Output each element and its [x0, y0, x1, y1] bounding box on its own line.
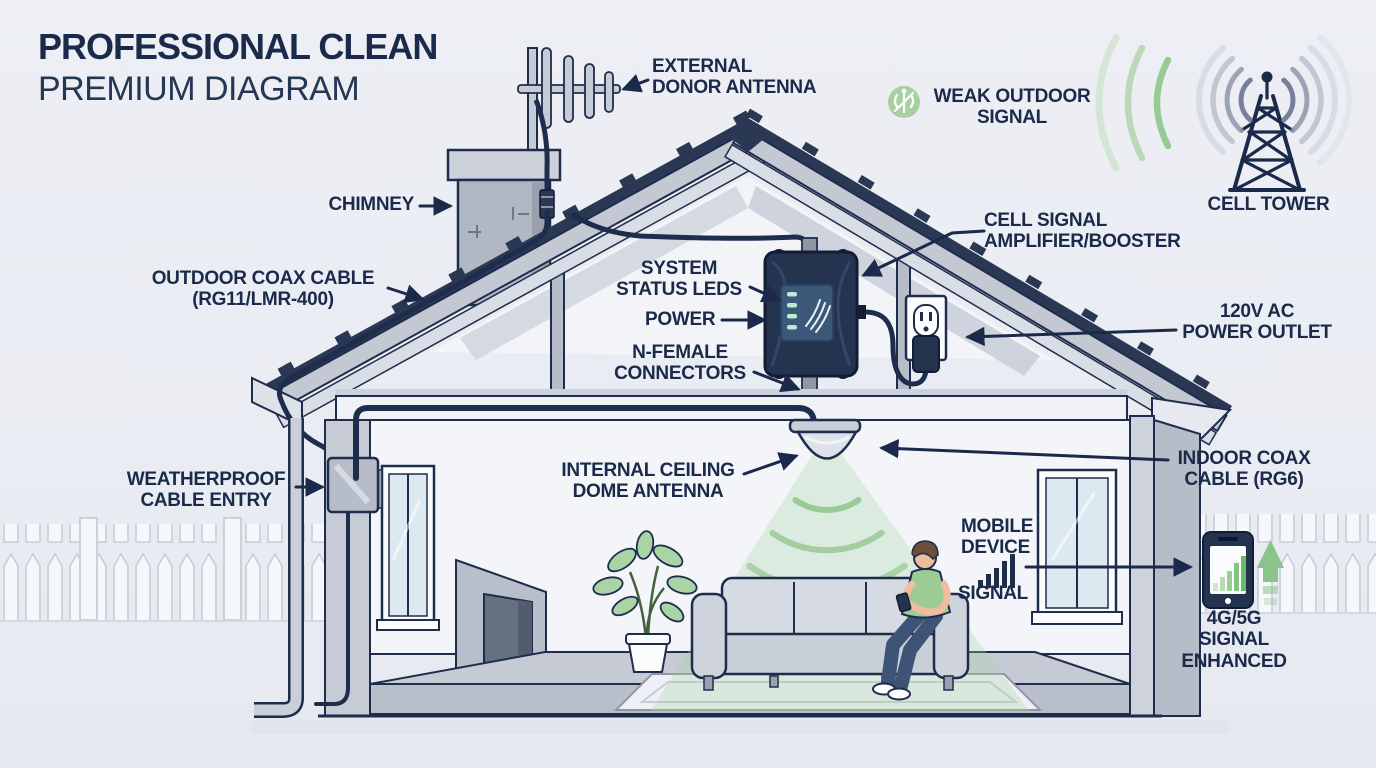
label-internal-dome-antenna: INTERNAL CEILING DOME ANTENNA: [561, 460, 735, 503]
arrow-indoor-coax: [879, 438, 1170, 462]
ridge-cap: [726, 118, 770, 152]
power-adapter-plug: [912, 335, 940, 373]
label-mobile-device: MOBILE DEVICE: [961, 516, 1034, 559]
power-outlet: [862, 294, 948, 387]
potted-plant: [592, 530, 698, 673]
ceiling-dome-antenna: [788, 418, 862, 460]
label-mobile-signal: SIGNAL: [958, 583, 1028, 604]
label-amplifier: CELL SIGNAL AMPLIFIER/BOOSTER: [984, 210, 1181, 253]
external-donor-antenna-icon: [517, 47, 621, 219]
label-cell-tower: CELL TOWER: [1207, 194, 1330, 215]
power-cord: [862, 309, 929, 387]
tower-signal-arcs: [1196, 34, 1352, 166]
arrow-outlet: [965, 326, 1178, 347]
label-n-female-connectors: N-FEMALE CONNECTORS: [614, 342, 746, 385]
label-4g5g-enhanced: 4G/5G SIGNAL ENHANCED: [1181, 608, 1287, 672]
arrow-n-female: [752, 370, 801, 393]
label-power: POWER: [645, 309, 716, 330]
picket-fence-left: [0, 517, 330, 622]
diagram-title-line1: PROFESSIONAL CLEAN: [38, 26, 438, 67]
annotation-arrows: [294, 74, 1193, 577]
antenna-feed-cable: [533, 99, 550, 190]
indoor-coax-cable: [353, 405, 817, 481]
status-leds: [787, 292, 797, 330]
arrow-external-antenna: [621, 74, 650, 93]
diagram-title-line2: PREMIUM DIAGRAM: [38, 70, 360, 108]
antenna-mast: [527, 47, 538, 167]
label-outdoor-coax: OUTDOOR COAX CABLE (RG11/LMR-400): [151, 268, 375, 311]
window-right: [1031, 468, 1123, 625]
weak-signal-arcs: [1095, 34, 1172, 172]
window-left: [376, 464, 440, 631]
power-port: [855, 305, 866, 319]
handheld-phone: [895, 592, 912, 613]
signal-amplifier: [763, 237, 866, 410]
label-external-donor-antenna: EXTERNAL DONOR ANTENNA: [652, 56, 817, 99]
label-120v-outlet: 120V AC POWER OUTLET: [1182, 301, 1332, 344]
enhanced-phone-icon: [1202, 531, 1254, 609]
signal-boost-up-arrow: [1257, 540, 1284, 605]
person-on-sofa: [872, 540, 952, 701]
arrow-amplifier: [861, 229, 986, 277]
ground-shadow: [250, 720, 1230, 734]
ground-cable: [314, 510, 350, 706]
label-weak-outdoor-signal: WEAK OUTDOOR SIGNAL: [933, 86, 1091, 129]
label-chimney: CHIMNEY: [328, 194, 414, 215]
arrow-system-leds: [748, 284, 782, 303]
label-indoor-coax: INDOOR COAX CABLE (RG6): [1177, 448, 1311, 491]
signal-bars-icon: [978, 554, 1015, 588]
label-weatherproof-entry: WEATHERPROOF CABLE ENTRY: [126, 469, 286, 512]
signal-wave-glyph: [805, 299, 831, 333]
downspout: [254, 418, 304, 718]
weak-signal-icon: [888, 86, 920, 118]
label-system-status-leds: SYSTEM STATUS LEDS: [616, 258, 742, 301]
ceiling: [335, 389, 1128, 421]
arrow-outdoor-coax: [386, 284, 425, 304]
cell-tower-icon: [1228, 71, 1306, 192]
arrow-dome-antenna: [742, 452, 799, 476]
weatherproof-entry-box: [326, 456, 383, 514]
